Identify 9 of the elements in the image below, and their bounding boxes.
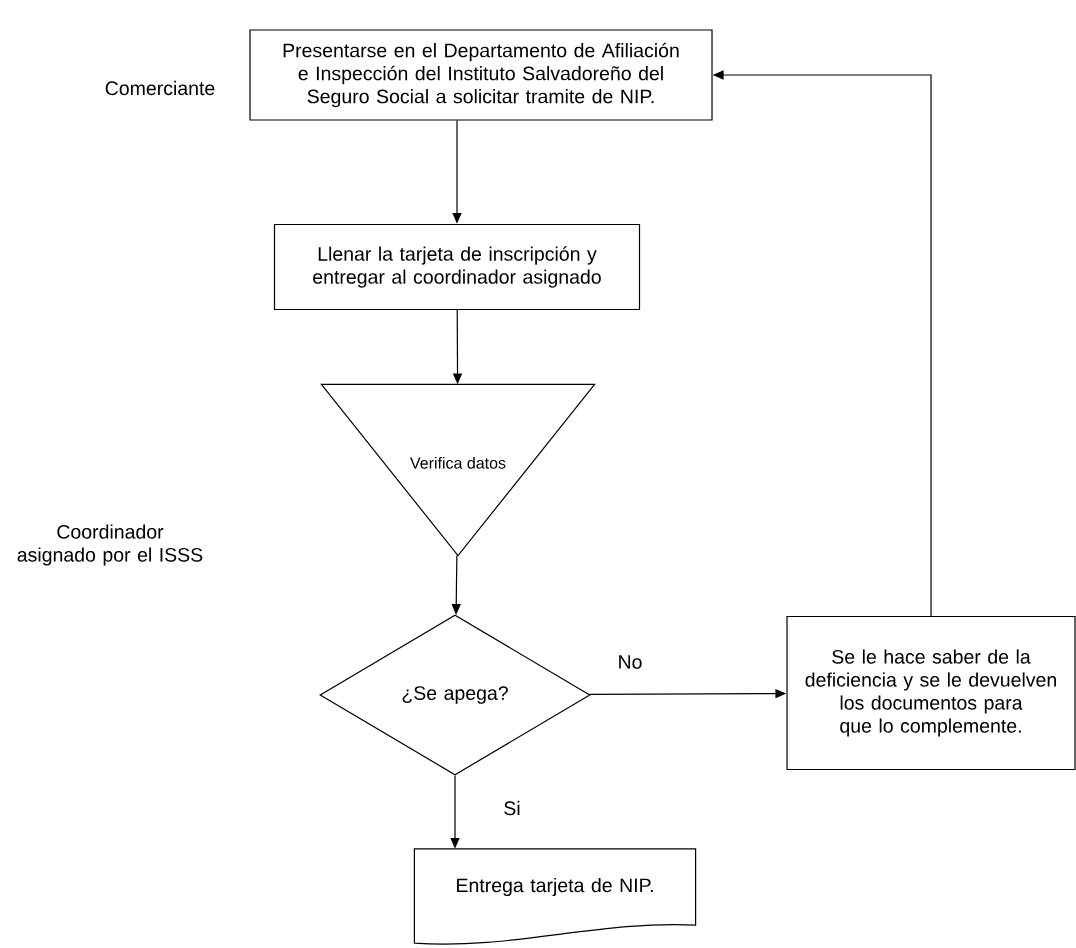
process-box: Llenar la tarjeta de inscripción y entregar al coordinador asignado: [273, 223, 641, 311]
edge-label: No: [616, 654, 644, 670]
process-box: Presentarse en el Departamento de Afiliación e Inspección del Instituto Salvadoreño del Seguro Social a solicitar tramite de NIP.: [249, 29, 713, 121]
process-box: Se le hace saber de la deficiencia y se le devuelven los documentos para que lo complemente.: [786, 615, 1076, 771]
lane-label: Comerciante: [105, 80, 215, 96]
inverted-triangle: Verifica datos: [320, 383, 596, 557]
arrow: [451, 555, 461, 615]
lane-label: Coordinador asignado por el ISSS: [17, 524, 203, 566]
edge-label: Si: [502, 799, 522, 817]
